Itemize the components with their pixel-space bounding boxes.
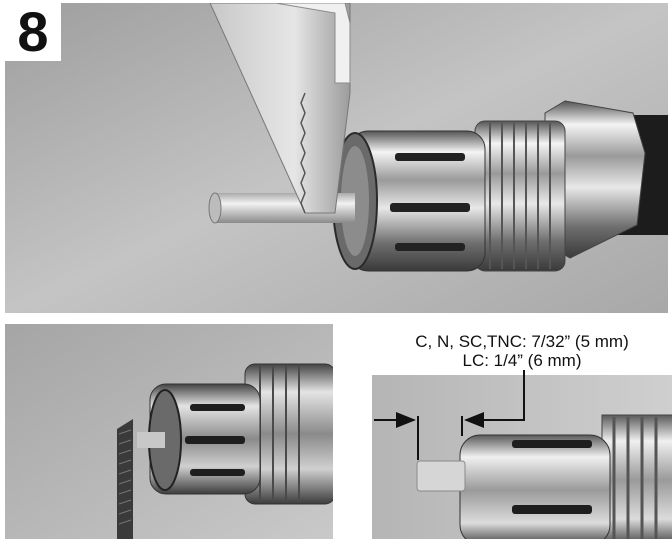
photo-filing-pin (5, 324, 333, 539)
photo-pin-length (372, 375, 672, 539)
photo-saw-cutting-pin: 8 (5, 3, 668, 313)
step-number: 8 (5, 3, 61, 61)
dimension-label-c-n-sc-tnc: C, N, SC,TNC: 7/32” (5 mm) (415, 332, 629, 351)
dimension-label-lc: LC: 1/4” (6 mm) (462, 351, 582, 370)
